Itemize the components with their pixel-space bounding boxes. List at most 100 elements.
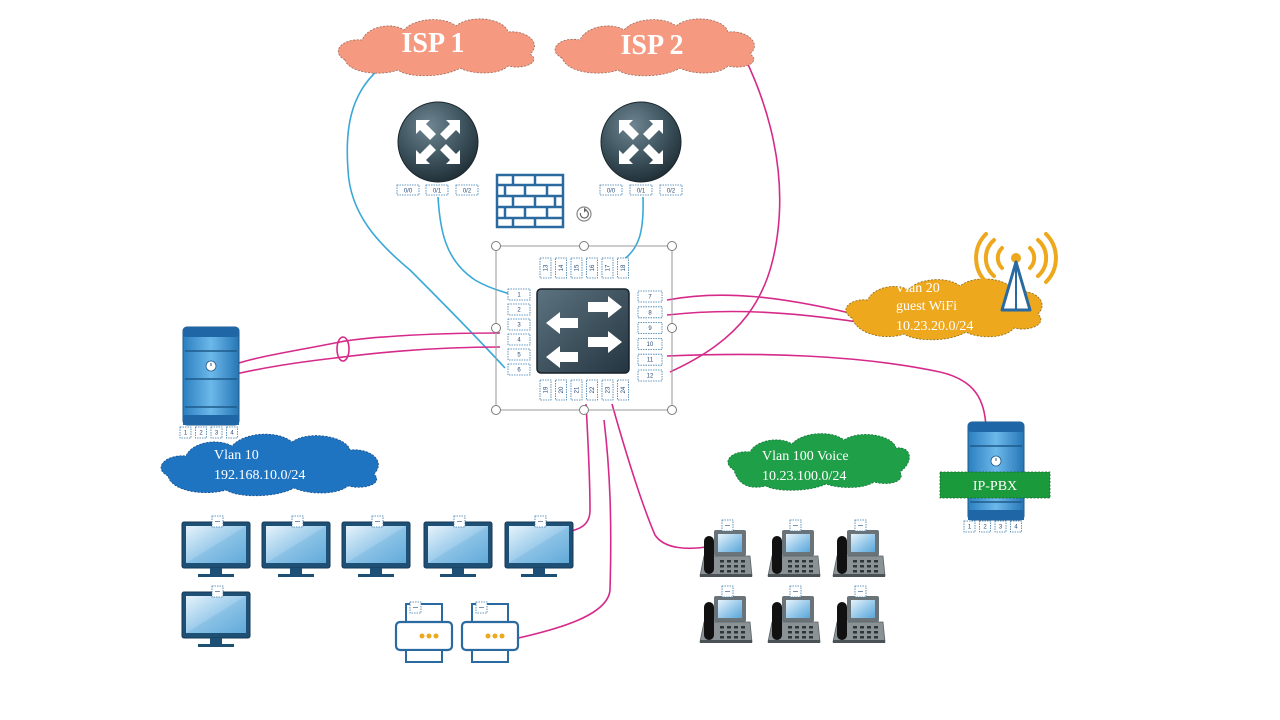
resize-handle[interactable] [667,405,677,415]
router-left[interactable] [397,101,479,183]
server-left-port[interactable]: 3 [210,426,223,439]
resize-handle[interactable] [491,323,501,333]
server-left[interactable] [182,326,240,426]
resize-handle[interactable] [491,241,501,251]
pc-port[interactable] [211,515,224,528]
switch-port-top-label: 15 [575,264,581,271]
pc-port[interactable] [371,515,384,528]
cloud-vlan20-line2: guest WiFi [896,299,957,314]
switch-port-top[interactable]: 14 [555,257,567,279]
router-right-port[interactable]: 0/1 [629,184,653,196]
printer-port[interactable] [475,601,488,614]
switch-port-right[interactable]: 11 [637,353,663,366]
switch-port-right[interactable]: 12 [637,369,663,382]
switch-port-right[interactable]: 7 [637,290,663,303]
pc-monitor-icon[interactable] [423,515,493,577]
switch-port-top-label: 18 [621,264,627,271]
phone-group [699,519,886,643]
router-left-port[interactable]: 0/0 [396,184,420,196]
router-right-port[interactable]: 0/2 [659,184,683,196]
pc-monitor-icon[interactable] [181,585,251,647]
phone-port[interactable] [789,585,802,598]
switch-port-left[interactable]: 2 [507,303,531,316]
switch-port-bottom[interactable]: 21 [570,379,583,401]
cloud-isp2[interactable]: ISP 2 [554,18,755,77]
switch-port-top[interactable]: 13 [539,257,552,279]
pc-monitor-icon[interactable] [181,515,251,577]
resize-handle[interactable] [579,241,589,251]
switch-port-bottom[interactable]: 19 [539,379,552,401]
pc-monitor-icon[interactable] [261,515,331,577]
ip-phone-icon[interactable] [699,519,753,577]
switch-port-left[interactable]: 4 [507,333,531,346]
switch-port-top[interactable]: 16 [586,257,598,279]
wifi-access-point-icon[interactable] [974,232,1058,312]
cloud-isp2-shape [554,18,755,77]
phone-port[interactable] [721,519,734,532]
ip-phone-icon[interactable] [832,585,886,643]
switch-port-right[interactable]: 10 [637,337,663,350]
cloud-vlan10[interactable]: Vlan 10 192.168.10.0/24 [160,433,379,497]
resize-handle[interactable] [491,405,501,415]
resize-handle[interactable] [667,241,677,251]
cloud-vlan100-line2: 10.23.100.0/24 [762,469,846,484]
switch-selection-box[interactable] [491,241,677,415]
phone-port[interactable] [854,585,867,598]
switch-port-left[interactable]: 1 [507,288,531,301]
phone-port[interactable] [789,519,802,532]
switch-port-bottom[interactable]: 20 [555,379,567,401]
switch-port-right[interactable]: 9 [637,322,663,335]
router-right-port[interactable]: 0/0 [599,184,623,196]
phone-port[interactable] [854,519,867,532]
cloud-vlan20[interactable]: Vlan 20 guest WiFi 10.23.20.0/24 [845,278,1043,341]
resize-handle[interactable] [667,323,677,333]
printer-icon[interactable] [460,601,520,663]
cloud-vlan10-line1: Vlan 10 [214,448,259,463]
switch-port-bottom[interactable]: 23 [601,379,614,401]
pc-monitor-icon[interactable] [504,515,574,577]
pbx-port[interactable]: 1 [963,520,976,533]
phone-port[interactable] [721,585,734,598]
router-left-port[interactable]: 0/2 [455,184,479,196]
server-left-port[interactable]: 4 [226,426,238,439]
switch-port-left[interactable]: 6 [507,363,531,376]
switch-port-top[interactable]: 15 [570,257,583,279]
pc-monitor-icon[interactable] [341,515,411,577]
pc-port[interactable] [453,515,466,528]
switch-port-bottom-label: 20 [559,386,565,393]
server-pbx[interactable] [967,421,1025,521]
pc-port[interactable] [534,515,547,528]
pc-port[interactable] [211,585,224,598]
pbx-port[interactable]: 3 [994,520,1007,533]
cloud-vlan100[interactable]: Vlan 100 Voice 10.23.100.0/24 [727,433,910,491]
switch-port-bottom[interactable]: 22 [586,379,598,401]
ip-phone-icon[interactable] [767,519,821,577]
switch-port-top[interactable]: 17 [601,257,614,279]
switch-port-right[interactable]: 8 [637,306,663,319]
printer-port[interactable] [409,601,422,614]
switch-port-left[interactable]: 3 [507,318,531,331]
cloud-isp1[interactable]: ISP 1 [338,18,535,77]
pc-port[interactable] [291,515,304,528]
switch-port-right-label: 12 [647,374,654,380]
pbx-port[interactable]: 2 [979,520,991,533]
cable-router-left-to-switch-port1 [437,196,513,297]
firewall-icon[interactable] [495,173,565,229]
resize-handle[interactable] [579,405,589,415]
switch-port-bottom[interactable]: 24 [617,379,629,401]
rotate-handle-icon[interactable] [576,206,592,222]
router-right[interactable] [600,101,682,183]
server-left-port-label: 1 [184,431,188,437]
router-left-port[interactable]: 0/1 [425,184,449,196]
printer-icon[interactable] [394,601,454,663]
switch-body[interactable] [536,288,630,374]
switch-port-left[interactable]: 5 [507,348,531,361]
server-left-port[interactable]: 2 [195,426,207,439]
pbx-port[interactable]: 4 [1010,520,1022,533]
printer-group [394,601,520,663]
server-left-port[interactable]: 1 [179,426,192,439]
ip-phone-icon[interactable] [767,585,821,643]
switch-port-top[interactable]: 18 [617,257,629,279]
ip-phone-icon[interactable] [699,585,753,643]
ip-phone-icon[interactable] [832,519,886,577]
